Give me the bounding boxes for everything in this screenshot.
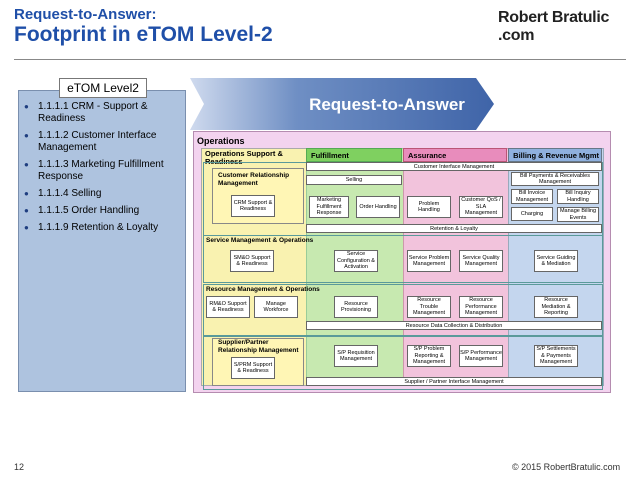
column-header-assurance: Assurance [403,148,507,162]
operations-label: Operations [197,136,245,146]
list-item: 1.1.1.1 CRM - Support & Readiness [24,101,180,125]
service-mgmt-row-frame [203,235,603,283]
customer-interface-bar: Customer Interface Management [306,162,602,171]
smo-support-box: SM&O Support & Readiness [230,250,274,272]
list-item: 1.1.1.9 Retention & Loyalty [24,222,180,234]
service-problem-box: Service Problem Management [407,250,451,272]
order-handling-box: Order Handling [356,196,400,218]
manage-workforce-box: Manage Workforce [254,296,298,318]
resource-data-bar: Resource Data Collection & Distribution [306,321,602,330]
sp-requisition-box: S/P Requisition Management [334,345,378,367]
column-header-ops-support: Operations Support & Readiness [205,149,283,166]
rmo-support-box: RM&O Support & Readiness [206,296,250,318]
sp-settlements-box: S/P Settlements & Payments Management [534,345,578,367]
supplier-header: Supplier/Partner Relationship Management [218,339,299,354]
column-header-fulfillment: Fulfillment [306,148,402,162]
bill-payments-box: Bill Payments & Receivables Management [511,172,599,186]
customer-qos-box: Customer QoS / SLA Management [459,196,503,218]
sprm-support-box: S/PRM Support & Readiness [231,357,275,379]
column-header-billing: Billing & Revenue Mgmt [508,148,602,162]
service-quality-box: Service Quality Management [459,250,503,272]
bill-inquiry-box: Bill Inquiry Handling [557,189,599,204]
list-item: 1.1.1.5 Order Handling [24,205,180,217]
selling-box: Selling [306,175,402,185]
crm-support-box: CRM Support & Readiness [231,195,275,217]
supplier-row-frame [203,336,603,390]
charging-box: Charging [511,207,553,221]
brand-logo-text: Robert Bratulic .com [498,9,610,44]
page-number: 12 [14,462,25,472]
etom-level2-tab: eTOM Level2 [59,78,147,98]
copyright-text: © 2015 RobertBratulic.com [512,462,621,472]
resource-mgmt-row-frame [203,284,603,336]
sp-problem-box: S/P Problem Reporting & Management [407,345,451,367]
manage-billing-events-box: Manage Billing Events [557,207,599,222]
resource-mediation-box: Resource Mediation & Reporting [534,296,578,318]
header-divider [14,59,626,60]
arrow-label: Request-to-Answer [309,95,465,114]
etom-process-list: 1.1.1.1 CRM - Support & Readiness 1.1.1.… [24,101,180,239]
resource-trouble-box: Resource Trouble Management [407,296,451,318]
bill-invoice-box: Bill Invoice Management [511,189,553,204]
page-subtitle: Request-to-Answer: [14,6,157,23]
problem-handling-box: Problem Handling [407,196,451,218]
resource-provisioning-box: Resource Provisioning [334,296,378,318]
resource-performance-box: Resource Performance Management [459,296,503,318]
sp-performance-box: S/P Performance Management [459,345,503,367]
supplier-interface-bar: Supplier / Partner Interface Management [306,377,602,386]
crm-header: Customer Relationship Management [218,172,290,187]
marketing-box: Marketing Fulfillment Response [309,196,349,218]
list-item: 1.1.1.4 Selling [24,188,180,200]
list-item: 1.1.1.3 Marketing Fulfillment Response [24,159,180,183]
request-to-answer-arrow [190,78,494,130]
service-guiding-box: Service Guiding & Mediation [534,250,578,272]
page-title: Footprint in eTOM Level-2 [14,23,273,46]
list-item: 1.1.1.2 Customer Interface Management [24,130,180,154]
service-config-box: Service Configuration & Activation [334,250,378,272]
resource-mgmt-header: Resource Management & Operations [206,286,320,293]
service-mgmt-header: Service Management & Operations [206,237,314,244]
retention-loyalty-bar: Retention & Loyalty [306,224,602,233]
